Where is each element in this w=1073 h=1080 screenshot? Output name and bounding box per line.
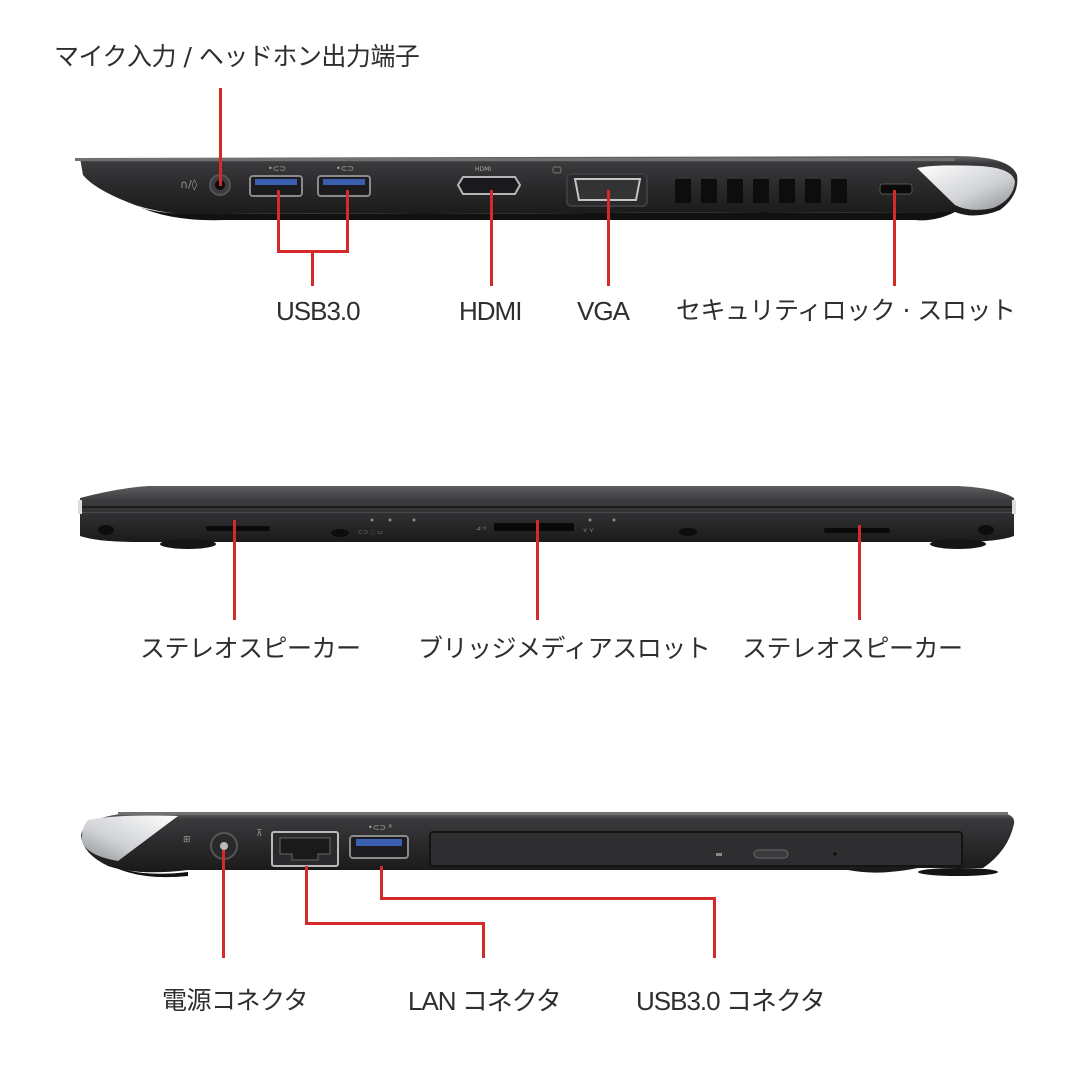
leader-usb-stem <box>311 250 314 286</box>
svg-text:∩/◊: ∩/◊ <box>180 178 198 191</box>
leader-lan-a <box>305 866 308 924</box>
svg-text:⊼: ⊼ <box>256 829 263 839</box>
label-lan-connector: LAN コネクタ <box>408 986 562 1016</box>
label-security-slot: セキュリティロック · スロット <box>676 296 1016 325</box>
svg-text:⊞: ⊞ <box>183 835 191 845</box>
svg-text:•⊂⊃ ⁸: •⊂⊃ ⁸ <box>368 823 392 832</box>
leader-media-slot <box>536 520 539 620</box>
label-usb-connector: USB3.0 コネクタ <box>636 986 826 1016</box>
leader-usb-c <box>713 897 716 958</box>
leader-hdmi <box>490 190 493 286</box>
leader-usb-1 <box>277 190 280 252</box>
label-speaker-left: ステレオスピーカー <box>140 634 361 663</box>
laptop-left-side-view: ∩/◊ •⊂⊃ •⊂⊃ HDMI <box>75 150 1020 230</box>
leader-lan-c <box>482 922 485 958</box>
label-hdmi: HDMI <box>459 296 522 326</box>
label-power-connector: 電源コネクタ <box>162 986 309 1015</box>
leader-speaker-right <box>858 525 861 620</box>
svg-text:⊂⊃ ◌ ▭: ⊂⊃ ◌ ▭ <box>358 529 383 536</box>
label-audio-jack: マイク入力 / ヘッドホン出力端子 <box>54 42 420 71</box>
label-usb30: USB3.0 <box>276 296 361 326</box>
leader-power <box>222 850 225 958</box>
leader-usb-a <box>380 866 383 899</box>
svg-text:•⊂⊃: •⊂⊃ <box>268 164 286 173</box>
leader-vga <box>607 190 610 286</box>
audio-icon: ∩/◊ <box>180 178 198 191</box>
label-bridge-media-slot: ブリッジメディアスロット <box>418 634 711 663</box>
leader-lan-b <box>305 922 485 925</box>
svg-text:⊿⊣: ⊿⊣ <box>476 525 486 532</box>
svg-text:HDMI: HDMI <box>475 166 491 173</box>
leader-usb-b <box>380 897 716 900</box>
leader-security <box>893 190 896 286</box>
label-speaker-right: ステレオスピーカー <box>742 634 963 663</box>
laptop-right-side-view: ⊞ ⊼ •⊂⊃ ⁸ <box>78 806 1018 886</box>
leader-speaker-left <box>233 520 236 620</box>
svg-text:•⊂⊃: •⊂⊃ <box>336 164 354 173</box>
laptop-front-view: ⊂⊃ ◌ ▭ ⊿⊣ ⋎ ⋎ <box>78 478 1018 550</box>
leader-audio-jack <box>219 88 222 186</box>
svg-text:⋎ ⋎: ⋎ ⋎ <box>583 527 594 534</box>
label-vga: VGA <box>577 296 630 326</box>
leader-usb-2 <box>346 190 349 252</box>
